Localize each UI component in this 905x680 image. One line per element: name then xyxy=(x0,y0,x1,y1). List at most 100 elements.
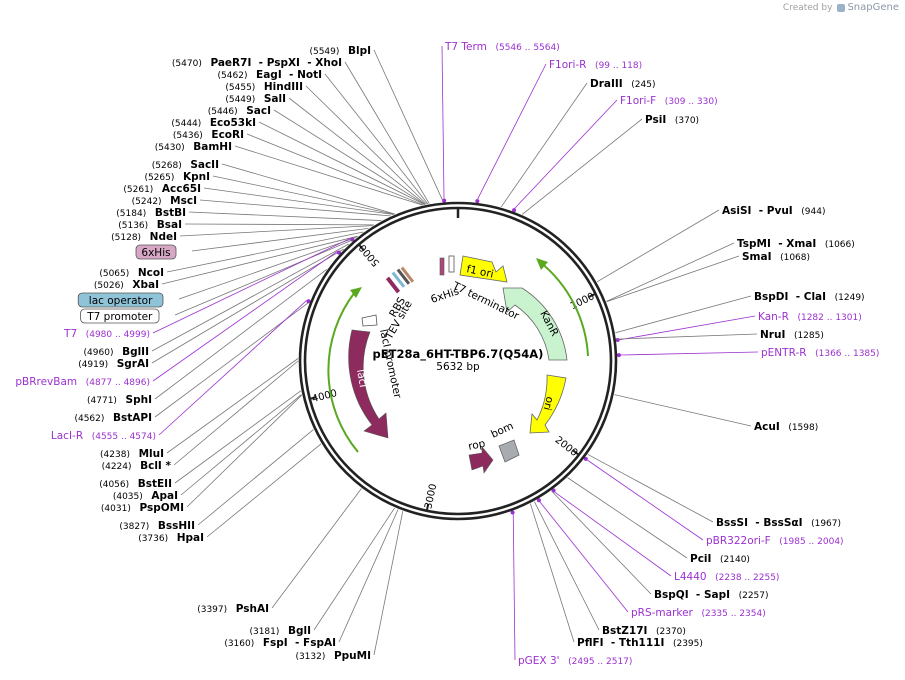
enzyme-position: (3736) xyxy=(138,534,177,544)
enzyme-position: (5446) xyxy=(208,107,247,117)
leader-line xyxy=(500,82,588,208)
enzyme-name: SapI xyxy=(704,589,730,601)
enzyme-label-sali: (5449) SalI xyxy=(225,93,286,105)
enzyme-label-eco53ki: (5444) Eco53kI xyxy=(171,117,256,129)
enzyme-label-hpai: (3736) HpaI xyxy=(138,532,204,544)
enzyme-name: NotI xyxy=(297,69,322,81)
enzyme-label-bsai: (5136) BsaI xyxy=(118,219,182,231)
enzyme-name: EcoRI xyxy=(211,129,244,141)
snapgene-logo-icon xyxy=(837,3,846,12)
leader-line xyxy=(206,443,322,538)
leader-line xyxy=(199,199,391,217)
feature-box-bg xyxy=(135,244,177,260)
leader-line xyxy=(539,501,629,613)
enzyme-label-bcli: (4224) BclI * xyxy=(102,460,172,472)
feature-box-text: lac operator xyxy=(89,295,153,307)
arc-arrow-head-kanr xyxy=(536,258,548,270)
primer-site-mark xyxy=(442,198,447,203)
leader-line xyxy=(191,227,369,252)
feature-box-bg xyxy=(77,292,164,308)
leader-line xyxy=(271,488,362,609)
primer-label-kan-r: Kan-R (1282 .. 1301) xyxy=(758,311,862,323)
label-leader-lines xyxy=(151,45,759,661)
enzyme-label-ppumi: (3132) PpuMI xyxy=(295,650,371,662)
arc-arrow-kanr xyxy=(539,261,589,357)
enzyme-name: BssSαI xyxy=(763,517,802,529)
enzyme-separator: - xyxy=(748,517,763,529)
laci-promoter-feature xyxy=(361,314,378,327)
enzyme-name: BlpI xyxy=(348,45,371,57)
enzyme-label-ecori: (5436) EcoRI xyxy=(173,129,244,141)
tick-mark xyxy=(588,292,596,298)
primer-range: (2238 .. 2255) xyxy=(707,573,780,583)
enzyme-label-asisi: AsiSI - PvuI (944) xyxy=(722,205,826,217)
leader-line xyxy=(174,238,355,316)
leader-line xyxy=(551,490,652,595)
enzyme-name: BamHI xyxy=(193,141,232,153)
enzyme-separator: - xyxy=(771,238,786,250)
tick-label: 5000 xyxy=(357,242,382,269)
enzyme-label-acui: AcuI (1598) xyxy=(754,421,818,433)
leader-line xyxy=(186,394,302,508)
enzyme-label-bstbi: (5184) BstBI xyxy=(116,207,186,219)
enzyme-name: HindIII xyxy=(264,81,303,93)
primer-name: T7 Term xyxy=(444,41,487,53)
leader-line xyxy=(521,118,643,215)
enzyme-name: ApaI xyxy=(151,490,178,502)
enzyme-separator: - xyxy=(282,69,297,81)
enzyme-name: NcoI xyxy=(138,267,164,279)
leader-line xyxy=(338,509,399,643)
enzyme-position: (5449) xyxy=(225,95,264,105)
enzyme-label-smai: SmaI (1068) xyxy=(742,251,810,263)
enzyme-position: (245) xyxy=(623,80,656,90)
leader-line xyxy=(158,300,307,436)
enzyme-name: AcuI xyxy=(754,421,780,433)
arc-arrow-laci xyxy=(327,291,359,453)
kanr-feature xyxy=(502,287,568,361)
primer-name: T7 xyxy=(63,328,77,340)
enzyme-name: BclI * xyxy=(140,460,171,472)
his-tag-feature xyxy=(439,257,445,276)
leader-line xyxy=(534,501,600,631)
enzyme-label-mlui: (4238) MluI xyxy=(100,448,164,460)
primer-label-t7: T7 (4980 .. 4999) xyxy=(63,328,150,340)
leader-line xyxy=(373,49,444,202)
primer-name: pENTR-R xyxy=(761,347,807,359)
enzyme-position: (4238) xyxy=(100,450,139,460)
enzyme-position: (1068) xyxy=(772,253,811,263)
enzyme-label-bgli: (3181) BglI xyxy=(249,625,311,637)
enzyme-label-pflfi: PflFI - Tth111I (2395) xyxy=(577,637,703,649)
watermark-brand: SnapGene xyxy=(847,2,899,13)
enzyme-name: HpaI xyxy=(177,532,204,544)
leader-line xyxy=(313,507,395,631)
enzyme-label-saci: (5446) SacI xyxy=(208,105,271,117)
enzyme-name: SalI xyxy=(264,93,286,105)
rbs-feature xyxy=(396,268,411,285)
leader-line xyxy=(197,429,314,526)
leader-line xyxy=(373,511,404,656)
enzyme-position: (3181) xyxy=(249,627,288,637)
leader-line xyxy=(514,99,618,209)
enzyme-label-sphi: (4771) SphI xyxy=(87,394,152,406)
enzyme-position: (2370) xyxy=(647,627,686,637)
leader-line xyxy=(174,390,302,484)
enzyme-label-bsshii: (3827) BssHII xyxy=(119,520,195,532)
enzyme-name: PshAI xyxy=(236,603,269,615)
enzyme-name: TspMI xyxy=(737,238,771,250)
ori-label: ori xyxy=(541,395,556,411)
feature-box-lac-operator: lac operator xyxy=(77,292,164,308)
six-his-label: 6xHis xyxy=(429,285,460,305)
enzyme-name: BstZ17I xyxy=(602,625,647,637)
leader-line xyxy=(178,237,357,300)
enzyme-name: SacI xyxy=(246,105,271,117)
leader-line xyxy=(184,223,374,226)
enzyme-name: PaeR7I xyxy=(210,57,251,69)
enzyme-name: PspOMI xyxy=(139,502,184,514)
enzyme-label-bsteii: (4056) BstEII xyxy=(99,478,172,490)
primer-site-mark xyxy=(350,237,355,242)
enzyme-label-tspmi: TspMI - XmaI (1066) xyxy=(737,238,855,250)
enzyme-label-ncoi: (5065) NcoI xyxy=(99,267,164,279)
enzyme-position: (1249) xyxy=(826,293,865,303)
tick-label: 3000 xyxy=(423,483,439,510)
